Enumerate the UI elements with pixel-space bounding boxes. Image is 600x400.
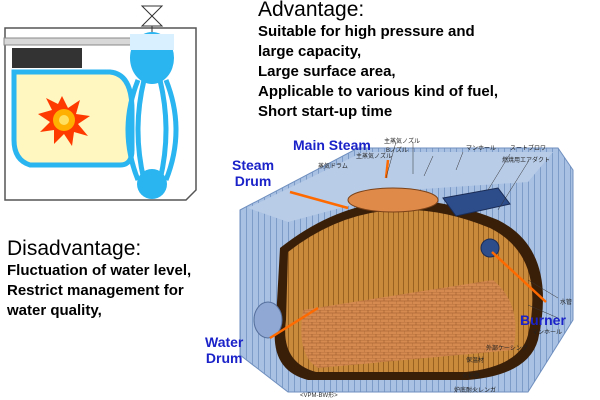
advantage-item: large capacity,	[258, 43, 362, 60]
advantage-item: Short start-up time	[258, 103, 393, 120]
steam-drum-label: Steam Drum	[232, 157, 275, 189]
disadvantage-heading: Disadvantage:	[7, 237, 142, 260]
jp-label: 外部ケーシング	[486, 346, 528, 352]
jp-label: 主蒸気ノズル	[384, 139, 421, 145]
disadvantage-item: water quality,	[7, 302, 102, 319]
jp-label: 火炉壁	[462, 374, 481, 380]
main-steam-label: Main Steam	[293, 137, 371, 153]
disadvantage-list: Fluctuation of water level, Restrict man…	[7, 261, 191, 321]
jp-label: マンホール	[532, 330, 563, 336]
water-drum-left	[253, 301, 283, 339]
burner-icon	[480, 238, 500, 258]
steam-drum	[347, 187, 439, 213]
boiler-cutaway	[239, 141, 574, 393]
jp-label: 保温材	[466, 358, 485, 364]
boiler-schematic	[3, 5, 197, 201]
jp-label: マンホール	[466, 146, 497, 152]
advantage-item: Applicable to various kind of fuel,	[258, 83, 499, 100]
water-drum-label: Water Drum	[205, 334, 244, 366]
schematic-pipe	[3, 37, 137, 46]
jp-label: 主蒸気ノズル	[356, 154, 393, 160]
jp-label: 蒸気ドラム	[318, 164, 348, 170]
jp-label: 水管	[560, 300, 573, 306]
casing-top	[248, 152, 553, 222]
flame-center	[59, 115, 69, 125]
jp-label: 燃焼用エアダクト	[502, 158, 551, 164]
jp-label: 炉底耐火レンガ	[454, 388, 497, 394]
burner-label: Burner	[520, 312, 566, 328]
water-drum-schematic	[137, 169, 167, 199]
furnace-floor	[301, 280, 516, 368]
disadvantage-item: Fluctuation of water level,	[7, 262, 192, 279]
tube-bank-schematic	[125, 79, 179, 181]
air-duct	[442, 187, 511, 217]
valve-icon	[140, 5, 164, 17]
jp-label: スートブロワ	[510, 146, 547, 152]
advantage-heading: Advantage:	[258, 0, 365, 21]
advantage-item: Large surface area,	[258, 63, 396, 80]
schematic-duct	[12, 48, 82, 68]
advantage-item: Suitable for high pressure and	[258, 23, 475, 40]
disadvantage-item: Restrict management for	[7, 282, 184, 299]
advantage-list: Suitable for high pressure and large cap…	[258, 22, 498, 122]
figure-caption: <VPM-BW形>	[300, 393, 338, 399]
jp-label: Bノズル	[386, 148, 409, 154]
